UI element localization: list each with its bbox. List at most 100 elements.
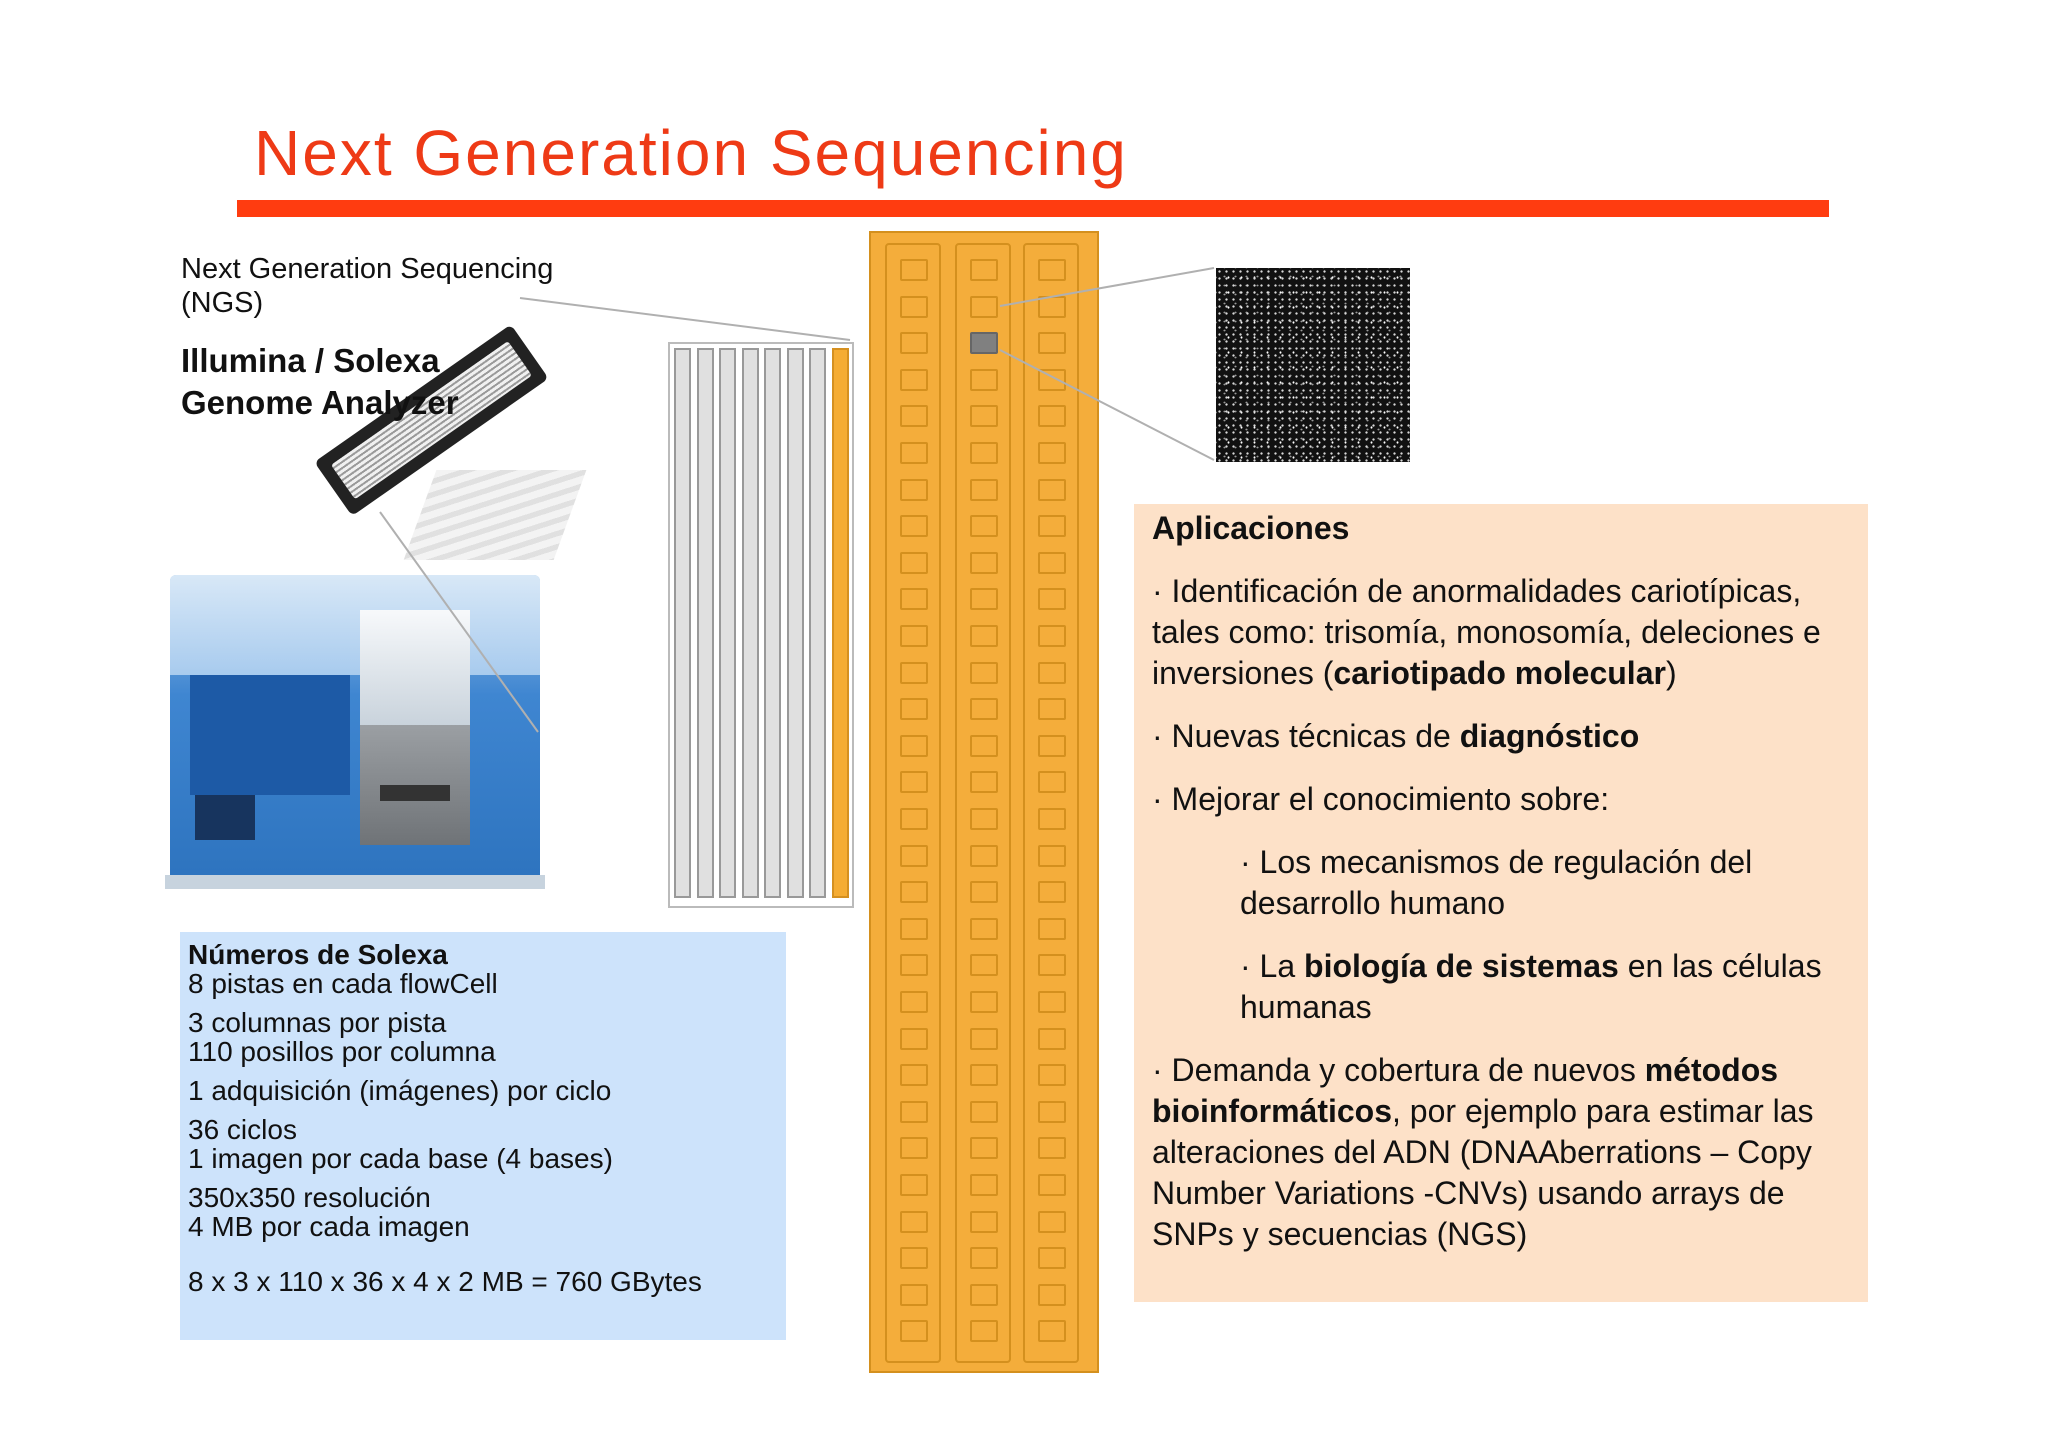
tile (1038, 881, 1066, 904)
tile (900, 661, 928, 684)
lane-columns-diagram (869, 231, 1099, 1373)
tile (970, 1064, 998, 1087)
tile (970, 954, 998, 977)
tile (1038, 1027, 1066, 1050)
tile (970, 625, 998, 647)
tile (970, 771, 998, 794)
tile (900, 1064, 928, 1087)
connector-ngs-to-lanes (519, 297, 851, 341)
tile (970, 808, 998, 830)
tile (970, 1247, 998, 1270)
lane-column (955, 243, 1011, 1363)
bullet: · (1240, 844, 1251, 880)
lane (809, 348, 826, 898)
tile (970, 478, 998, 501)
tile (1038, 954, 1066, 977)
connector-flowcell-to-machine (379, 511, 539, 733)
genome-analyzer-machine (165, 575, 545, 895)
tile (1038, 1283, 1066, 1306)
tile (1038, 917, 1066, 940)
tile (1038, 259, 1066, 281)
tile (1038, 661, 1066, 684)
tile (1038, 1247, 1066, 1270)
tile (970, 1174, 998, 1196)
tile (1038, 698, 1066, 721)
solexa-numbers-box: Números de Solexa 8 pistas en cada flowC… (180, 932, 786, 1340)
tile (970, 917, 998, 940)
tile (970, 368, 998, 391)
connector-tile-top (999, 267, 1215, 307)
machine-panel (190, 675, 350, 795)
lane (674, 348, 691, 898)
solexa-total: 8 x 3 x 110 x 36 x 4 x 2 MB = 760 GBytes (188, 1266, 702, 1297)
lane (764, 348, 781, 898)
tile (1038, 1174, 1066, 1196)
apps-item-3: · Mejorar el conocimiento sobre: (1152, 781, 1610, 817)
tile (970, 844, 998, 867)
bullet: · (1240, 948, 1251, 984)
apps-title: Aplicaciones (1152, 510, 1350, 546)
tile (900, 1137, 928, 1160)
tile (1038, 1320, 1066, 1343)
tile (900, 1174, 928, 1196)
solexa-line-8: 4 MB por cada imagen (188, 1211, 470, 1242)
solexa-title: Números de Solexa (188, 939, 448, 970)
lane (719, 348, 736, 898)
solexa-line-5: 36 ciclos (188, 1114, 297, 1145)
tile (900, 808, 928, 830)
tile (900, 917, 928, 940)
flowcell-lanes-diagram (668, 342, 854, 908)
apps-item-2: · Nuevas técnicas de diagnóstico (1152, 718, 1640, 754)
tile (970, 515, 998, 538)
tile (1038, 808, 1066, 830)
tile (1038, 991, 1066, 1013)
tile (970, 1210, 998, 1233)
lane-column (1023, 243, 1079, 1363)
illumina-label: Illumina / Solexa Genome Analyzer (181, 340, 459, 424)
tile (1038, 551, 1066, 574)
machine-window (360, 610, 470, 725)
apps-item-1: · Identificación de anormalidades cariot… (1152, 573, 1821, 691)
tile (900, 771, 928, 794)
lane (741, 348, 759, 898)
tile (970, 1320, 998, 1343)
solexa-line-7: 350x350 resolución (188, 1182, 431, 1213)
tile (900, 625, 928, 647)
tile (900, 698, 928, 721)
tile (1038, 368, 1066, 391)
tile (970, 332, 998, 355)
tile (900, 1210, 928, 1233)
machine-slot (380, 785, 450, 801)
machine-base (165, 875, 545, 889)
microscopy-image (1216, 268, 1410, 462)
tile (900, 259, 928, 281)
tile (970, 295, 998, 318)
tile (1038, 1100, 1066, 1123)
aplicaciones-box: Aplicaciones · Identificación de anormal… (1134, 504, 1868, 1302)
tile (1038, 478, 1066, 501)
ngs-label: Next Generation Sequencing (NGS) (181, 252, 553, 320)
solexa-line-2: 3 columnas por pista (188, 1007, 447, 1038)
ngs-label-line1: Next Generation Sequencing (181, 253, 554, 285)
tile (970, 1100, 998, 1123)
solexa-line-6: 1 imagen por cada base (4 bases) (188, 1143, 613, 1174)
illumina-line1: Illumina / Solexa (181, 342, 440, 379)
bullet: · (1152, 1052, 1163, 1088)
tile (970, 442, 998, 464)
tile (1038, 844, 1066, 867)
slide-title: Next Generation Sequencing (254, 117, 1128, 189)
apps-subitem-2: · La biología de sistemas en las células… (1240, 948, 1822, 1025)
tile (970, 551, 998, 574)
tile (900, 881, 928, 904)
solexa-line-4: 1 adquisición (imágenes) por ciclo (188, 1075, 612, 1106)
tile (900, 551, 928, 574)
tile (900, 368, 928, 391)
tile (970, 588, 998, 611)
lane (696, 348, 714, 898)
tile (970, 661, 998, 684)
ngs-label-line2: (NGS) (181, 287, 264, 319)
tile (900, 1100, 928, 1123)
tile (970, 698, 998, 721)
tile (970, 881, 998, 904)
